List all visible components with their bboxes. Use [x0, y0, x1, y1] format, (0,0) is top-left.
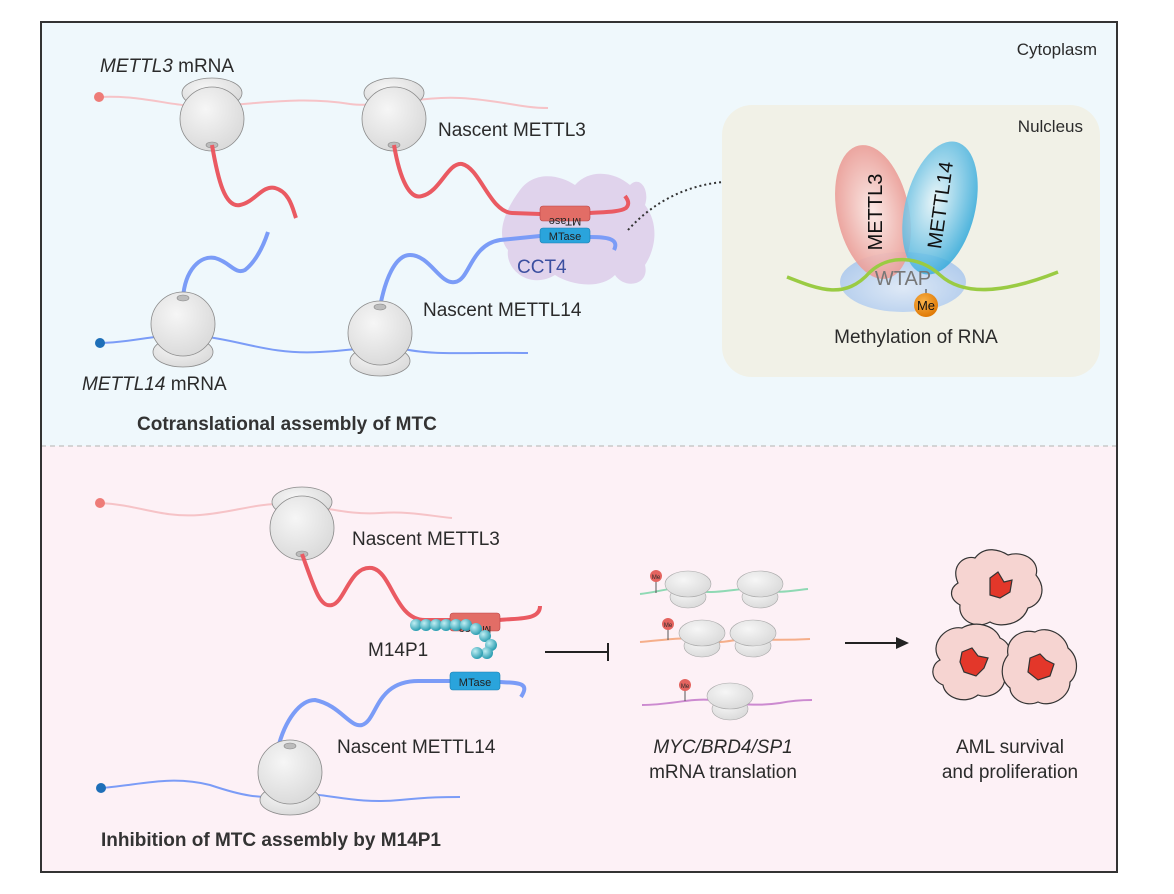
mtase-label: MTase	[459, 677, 491, 689]
ribosome-icon	[361, 77, 427, 152]
methyl-mark-label: Me	[917, 298, 935, 313]
nascent-mettl14-tail	[589, 235, 618, 251]
translation-label: mRNA translation	[649, 762, 797, 783]
mettl14-mtase-domain	[449, 671, 501, 691]
mettl3-mrna-strand	[98, 95, 549, 109]
ribosome-icon	[257, 739, 323, 816]
nascent-mettl3-label: Nascent METTL3	[352, 529, 500, 550]
wtap-label: WTAP	[875, 268, 931, 290]
methylation-caption: Methylation of RNA	[834, 327, 998, 348]
nascent-mettl14-label: Nascent METTL14	[423, 300, 582, 321]
cytoplasm-label: Cytoplasm	[1017, 40, 1097, 59]
nascent-mettl3-chain	[392, 144, 541, 216]
nascent-mettl3-tail	[589, 194, 631, 215]
nascent-mettl14-tail	[499, 680, 527, 699]
mettl3-subunit	[835, 145, 911, 279]
nascent-mettl14-chain	[378, 234, 541, 308]
nascent-mettl3-tail	[499, 605, 542, 622]
target-mrna-purple: Me	[641, 679, 813, 721]
svg-text:Me: Me	[681, 684, 690, 690]
mtase-label: MTase	[549, 215, 581, 227]
mettl3-mrna-cap-icon	[94, 92, 104, 102]
bottom-panel-caption: Inhibition of MTC assembly by M14P1	[101, 830, 441, 851]
mettl3-mrna-label: METTL3 mRNA	[100, 56, 234, 77]
ribosome-icon	[150, 291, 216, 368]
nascent-mettl3-chain	[300, 553, 450, 622]
mtase-label: MTase	[549, 231, 581, 243]
inhibition-symbol	[545, 643, 609, 661]
svg-text:Me: Me	[652, 575, 661, 581]
mettl3-subunit-label: METTL3	[865, 174, 887, 251]
target-mrna-green: Me	[639, 570, 809, 609]
target-genes-label: MYC/BRD4/SP1	[653, 737, 792, 758]
ribosome-icon	[179, 77, 245, 152]
mettl14-mrna-label: METTL14 mRNA	[82, 374, 227, 395]
aml-cells-icon	[932, 549, 1078, 705]
mettl3-mrna-cap-icon	[95, 498, 105, 508]
m14p1-label: M14P1	[368, 640, 428, 661]
m14p1-peptide	[410, 619, 497, 659]
nascent-mettl14-label: Nascent METTL14	[337, 737, 496, 758]
nascent-mettl14-chain	[181, 231, 270, 299]
svg-text:Me: Me	[664, 623, 673, 629]
inhibition-panel	[41, 446, 1117, 872]
cct4-label: CCT4	[517, 257, 567, 278]
promotes-arrow	[845, 637, 909, 649]
top-panel-caption: Cotranslational assembly of MTC	[137, 414, 437, 435]
ribosome-icon	[269, 486, 335, 561]
rna-strand	[786, 257, 1059, 292]
mettl14-mrna-cap-icon	[95, 338, 105, 348]
nascent-mettl3-label: Nascent METTL3	[438, 120, 586, 141]
mettl14-subunit	[902, 141, 978, 275]
outcome-label-line1: AML survival	[956, 737, 1064, 758]
nascent-mettl14-chain	[276, 678, 450, 749]
target-mrna-orange: Me	[639, 618, 811, 658]
mettl14-mtase-domain	[539, 227, 591, 244]
outcome-label-line2: and proliferation	[942, 762, 1078, 783]
methyl-mark-icon	[914, 293, 938, 317]
mettl3-mtase-domain	[539, 205, 591, 222]
figure-frame	[40, 21, 1118, 873]
ribosome-icon	[347, 300, 413, 377]
nucleus-label: Nulcleus	[1018, 117, 1083, 136]
mettl14-mrna-cap-icon	[96, 783, 106, 793]
nascent-mettl3-chain	[210, 144, 298, 219]
